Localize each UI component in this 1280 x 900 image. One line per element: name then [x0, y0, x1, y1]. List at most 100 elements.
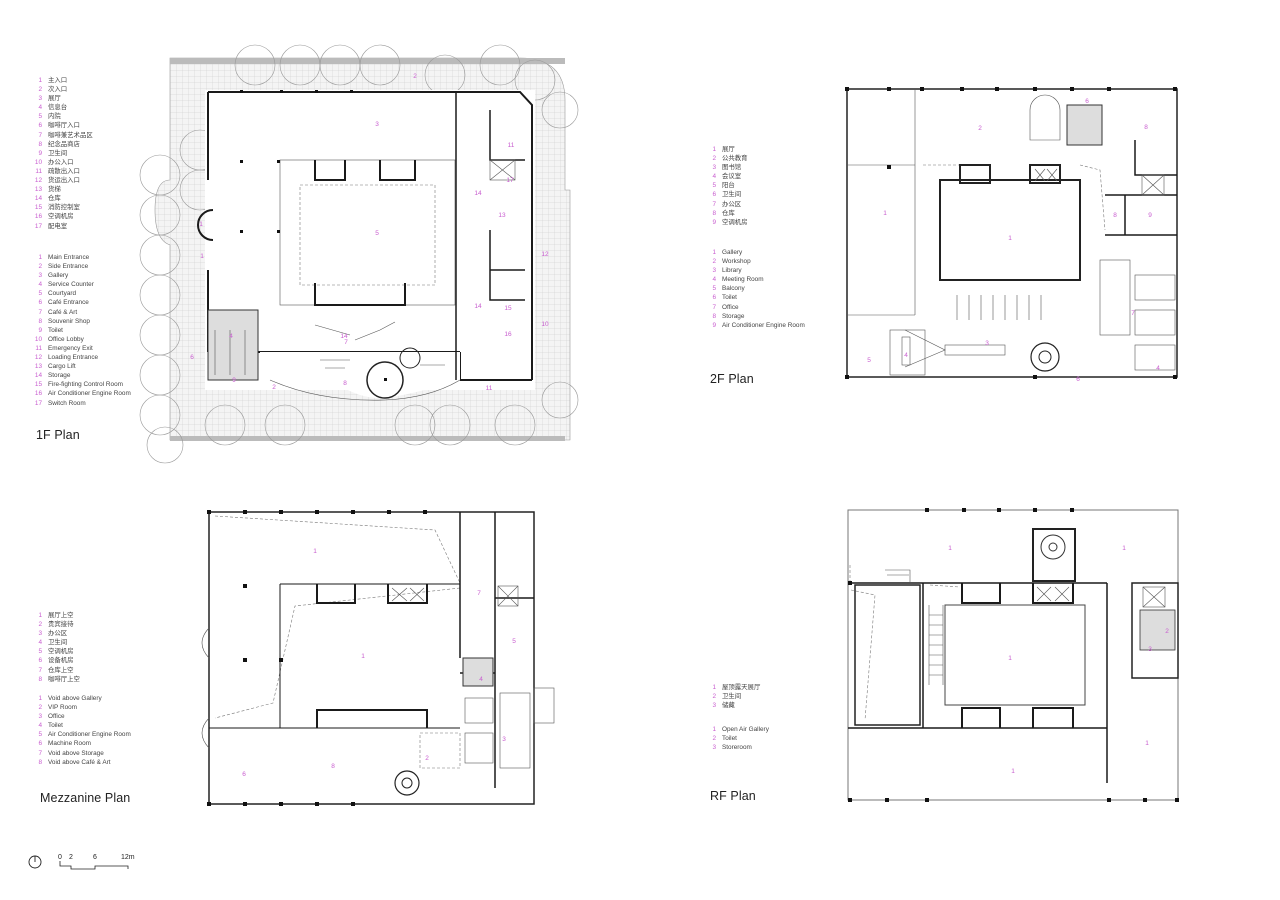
legend-number: 1 [712, 726, 716, 733]
legend-text: Emergency Exit [48, 344, 93, 352]
room-label: 1 [1008, 655, 1012, 662]
legend-text: 次入口 [48, 86, 68, 94]
room-label: 12 [541, 251, 549, 258]
legend-text: 主入口 [48, 77, 68, 84]
legend-number: 3 [38, 630, 42, 638]
legend-number: 7 [712, 303, 716, 311]
room-label: 12m [121, 854, 135, 861]
legend-text: Gallery [722, 249, 743, 256]
room-label: 15 [504, 305, 512, 312]
legend-number: 12 [34, 177, 42, 185]
north-arrow-icon [28, 855, 42, 869]
legend-text: Side Entrance [48, 263, 89, 271]
floor-plan-mezzanine: 1 1 2 3 4 5 6 7 8 [201, 510, 555, 806]
legend-number: 3 [38, 272, 42, 280]
legend-number: 2 [38, 263, 42, 271]
legend-number: 11 [35, 344, 42, 352]
room-label: 7 [1131, 310, 1135, 317]
legend-number: 8 [712, 209, 716, 217]
legend-text: 货运出入口 [48, 177, 80, 185]
room-label: 8 [331, 763, 335, 770]
room-label: 2 [69, 854, 73, 861]
legend-item: 10 办公入口 [30, 158, 93, 167]
legend-number: 14 [34, 372, 42, 380]
legend-text: 卫生间 [722, 693, 742, 701]
floor-plan-1f: 2 3 5 1 1 4 6 9 7 8 2 14 14 14 11 11 17 … [139, 44, 579, 464]
legend-text: 空调机房 [48, 213, 74, 221]
room-label: 1 [313, 548, 317, 555]
legend-text: Storage [48, 372, 71, 380]
legend-text: 会议室 [722, 173, 742, 181]
legend-text: 咖啡兼艺术品区 [48, 131, 93, 139]
room-label: 9 [1148, 212, 1152, 219]
legend-text: 仓库上空 [48, 666, 74, 674]
legend-text: Meeting Room [722, 276, 764, 284]
legend-text: 屋顶露天展厅 [722, 684, 761, 691]
legend-text: Main Entrance [48, 254, 90, 261]
legend-number: 15 [34, 204, 42, 212]
legend-number: 10 [34, 158, 42, 166]
legend-number: 3 [712, 267, 716, 275]
legend-number: 4 [38, 722, 42, 730]
legend-number: 5 [712, 182, 716, 190]
legend-number: 17 [34, 399, 42, 407]
room-label: 6 [242, 771, 246, 778]
legend-text: Void above Gallery [48, 695, 102, 702]
legend-number: 4 [712, 276, 716, 284]
legend-text: Storeroom [722, 744, 752, 752]
room-label: 14 [340, 333, 348, 340]
room-label: 1 [1008, 235, 1012, 242]
legend-text: 咖啡厅上空 [48, 675, 80, 683]
legend-text: 配电室 [48, 222, 68, 230]
legend-number: 8 [712, 312, 716, 320]
floor-plan-2f: 1 1 2 3 4 4 5 6 6 7 8 8 9 [845, 87, 1178, 383]
room-label: 1 [948, 545, 952, 552]
legend-text: Storage [722, 312, 745, 320]
legend-number: 4 [38, 281, 42, 289]
legend-number: 4 [712, 173, 716, 181]
legend-number: 5 [38, 648, 42, 656]
legend-number: 1 [712, 146, 716, 153]
legend-text: 办公区 [722, 200, 742, 208]
room-label: 8 [1144, 124, 1148, 131]
legend-item: 14 Storage [30, 371, 131, 380]
legend-text: 公共教育 [722, 155, 748, 163]
room-label: 3 [502, 736, 506, 743]
room-label: 4 [904, 352, 908, 359]
legend-text: 办公入口 [48, 158, 74, 166]
legend-text: 内院 [48, 113, 61, 121]
legend-number: 3 [38, 95, 42, 103]
legend-number: 1 [38, 695, 42, 702]
legend-text: 空调机房 [722, 218, 748, 226]
legend-text: 消防控制室 [48, 204, 80, 212]
legend-item: 4 Meeting Room [704, 275, 805, 284]
legend-text: 设备机房 [48, 657, 74, 665]
room-label: 8 [1113, 212, 1117, 219]
legend-text: Switch Room [48, 399, 86, 407]
legend-item: 4 会议室 [704, 172, 748, 181]
legend-number: 1 [712, 684, 716, 691]
legend-item: 12 货运出入口 [30, 176, 93, 185]
plan-title-1f: 1F Plan [36, 428, 80, 442]
legend-number: 4 [38, 639, 42, 647]
legend-number: 14 [34, 195, 42, 203]
legend-number: 1 [712, 249, 716, 256]
room-label: 6 [93, 854, 97, 861]
legend-number: 1 [38, 612, 42, 619]
